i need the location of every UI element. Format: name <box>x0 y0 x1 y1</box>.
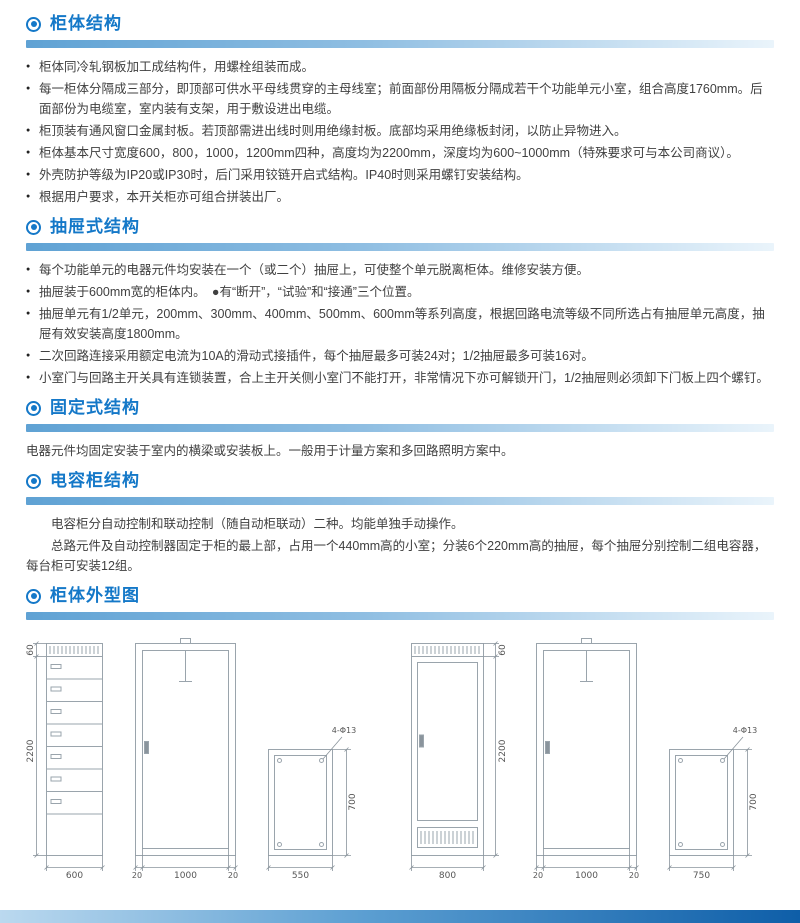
dim-label-left-gap: 20 <box>132 871 142 879</box>
section-title: 抽屉式结构 <box>50 217 140 236</box>
dim-label-holes: 4-Φ13 <box>332 726 356 735</box>
dim-label-width: 800 <box>439 871 456 879</box>
section-drawer-structure: 抽屉式结构 每个功能单元的电器元件均安装在一个（或二个）抽屉上，可使整个单元脱离… <box>26 217 774 388</box>
bullseye-icon-dot <box>30 224 37 230</box>
bullet-item: 二次回路连接采用额定电流为10A的滑动式接插件，每个抽屉最多可装24对；1/2抽… <box>26 346 774 366</box>
bullet-item: 每一柜体分隔成三部分，即顶部可供水平母线贯穿的主母线室；前面部份用隔板分隔成若干… <box>26 79 774 119</box>
dim-label-width: 600 <box>66 871 83 879</box>
drawing-wall-box-750: 4-Φ13 700 750 <box>667 726 759 879</box>
dim-label-height: 700 <box>749 793 759 810</box>
dim-label-width: 550 <box>292 871 309 879</box>
bullet-item: 小室门与回路主开关具有连锁装置，合上主开关侧小室门不能打开，非常情况下亦可解锁开… <box>26 368 774 388</box>
section-title: 固定式结构 <box>50 398 140 417</box>
section-divider-bar <box>26 243 774 251</box>
bullseye-icon <box>26 219 41 235</box>
footer-gradient-bar <box>0 910 800 923</box>
section-title: 柜体外型图 <box>50 586 140 605</box>
section-fixed-structure: 固定式结构 电器元件均固定安装于室内的横梁或安装板上。一般用于计量方案和多回路照… <box>26 398 774 461</box>
section-cabinet-outline-drawings: 柜体外型图 <box>26 586 774 879</box>
section-divider-bar <box>26 497 774 505</box>
bullet-item: 抽屉单元有1/2单元，200mm、300mm、400mm、500mm、600mm… <box>26 304 774 344</box>
dim-label-width: 1000 <box>575 871 598 879</box>
bullet-item: 抽屉装于600mm宽的柜体内。 ●有“断开”，“试验”和“接通”三个位置。 <box>26 282 774 302</box>
dim-label-right-gap: 20 <box>629 871 639 879</box>
drawing-cabinet-1000-door-2: 20 1000 20 <box>533 638 639 879</box>
section-capacitor-cabinet-structure: 电容柜结构 电容柜分自动控制和联动控制（随自动柜联动）二种。均能单独手动操作。 … <box>26 471 774 576</box>
dim-label-height: 700 <box>348 793 358 810</box>
section-divider-bar <box>26 424 774 432</box>
dim-label-height: 2200 <box>498 739 508 762</box>
bullseye-icon-dot <box>30 21 37 27</box>
bullet-item: 柜顶装有通风窗口金属封板。若顶部需进出线时则用绝缘封板。底部均采用绝缘板封闭，以… <box>26 121 774 141</box>
bullseye-icon-dot <box>30 405 37 411</box>
dim-label-top: 60 <box>498 644 508 656</box>
paragraph: 电器元件均固定安装于室内的横梁或安装板上。一般用于计量方案和多回路照明方案中。 <box>26 444 514 458</box>
paragraph: 电容柜分自动控制和联动控制（随自动柜联动）二种。均能单独手动操作。 <box>51 517 464 531</box>
bullet-item: 柜体基本尺寸宽度600，800，1000，1200mm四种，高度均为2200mm… <box>26 143 774 163</box>
bullseye-icon <box>26 588 41 604</box>
section-header: 抽屉式结构 <box>26 217 774 237</box>
section-header: 柜体结构 <box>26 14 774 34</box>
section-divider-bar <box>26 40 774 48</box>
dim-label-right-gap: 20 <box>228 871 238 879</box>
section-title: 电容柜结构 <box>50 471 140 490</box>
bullseye-icon <box>26 473 41 489</box>
bullet-item: 每个功能单元的电器元件均安装在一个（或二个）抽屉上，可使整个单元脱离柜体。维修安… <box>26 260 774 280</box>
bullet-item: 根据用户要求，本开关柜亦可组合拼装出厂。 <box>26 187 774 207</box>
drawing-cabinet-1000-door: 20 1000 20 <box>132 638 238 879</box>
dim-label-height: 2200 <box>26 739 36 762</box>
bullseye-icon <box>26 400 41 416</box>
bullet-item: 外壳防护等级为IP20或IP30时，后门采用铰链开启式结构。IP40时则采用螺钉… <box>26 165 774 185</box>
cabinet-outline-drawings: 60 2200 600 <box>26 629 774 879</box>
bullet-item: 柜体同冷轧钢板加工成结构件，用螺栓组装而成。 <box>26 57 774 77</box>
bullseye-icon <box>26 16 41 32</box>
dim-label-width: 1000 <box>174 871 197 879</box>
dim-label-width: 750 <box>693 871 710 879</box>
bullseye-icon-dot <box>30 478 37 484</box>
paragraph: 总路元件及自动控制器固定于柜的最上部，占用一个440mm高的小室；分装6个220… <box>26 539 767 573</box>
drawing-cabinet-600-front: 60 2200 600 <box>26 641 105 879</box>
dim-label-top: 60 <box>26 644 36 656</box>
section-header: 柜体外型图 <box>26 586 774 606</box>
section-cabinet-structure: 柜体结构 柜体同冷轧钢板加工成结构件，用螺栓组装而成。 每一柜体分隔成三部分，即… <box>26 14 774 207</box>
section-divider-bar <box>26 612 774 620</box>
section-header: 电容柜结构 <box>26 471 774 491</box>
dim-label-left-gap: 20 <box>533 871 543 879</box>
bullseye-icon-dot <box>30 593 37 599</box>
dim-label-holes: 4-Φ13 <box>733 726 757 735</box>
section-header: 固定式结构 <box>26 398 774 418</box>
drawing-wall-box-550: 4-Φ13 700 550 <box>266 726 358 879</box>
section-title: 柜体结构 <box>50 14 122 33</box>
drawing-cabinet-800-front: 60 2200 800 <box>409 641 508 879</box>
catalog-page: 柜体结构 柜体同冷轧钢板加工成结构件，用螺栓组装而成。 每一柜体分隔成三部分，即… <box>0 0 800 879</box>
